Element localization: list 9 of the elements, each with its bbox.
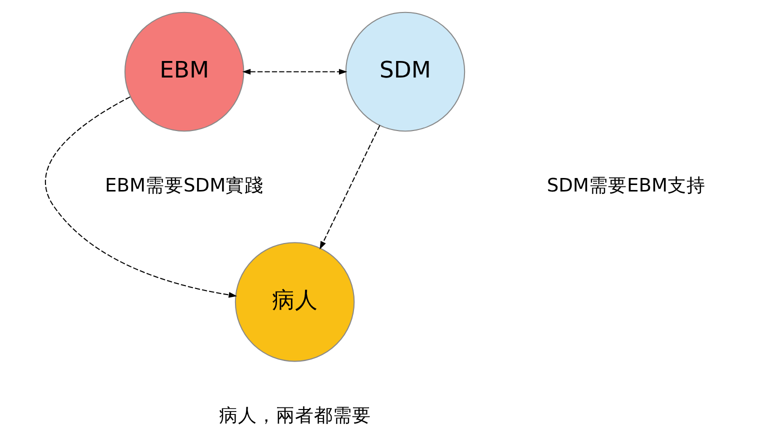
node-circle: EBM — [124, 12, 244, 132]
label: SDM需要EBM支持 — [546, 175, 705, 196]
arrow — [44, 96, 237, 298]
node-label: 病人，兩者都需要 — [218, 406, 370, 427]
arrow — [242, 68, 347, 75]
label: EBM需要SDM實踐 — [104, 175, 264, 196]
node-circle: SDM — [344, 12, 465, 132]
arrow — [319, 125, 380, 250]
node-circle: 病人 — [234, 242, 354, 362]
